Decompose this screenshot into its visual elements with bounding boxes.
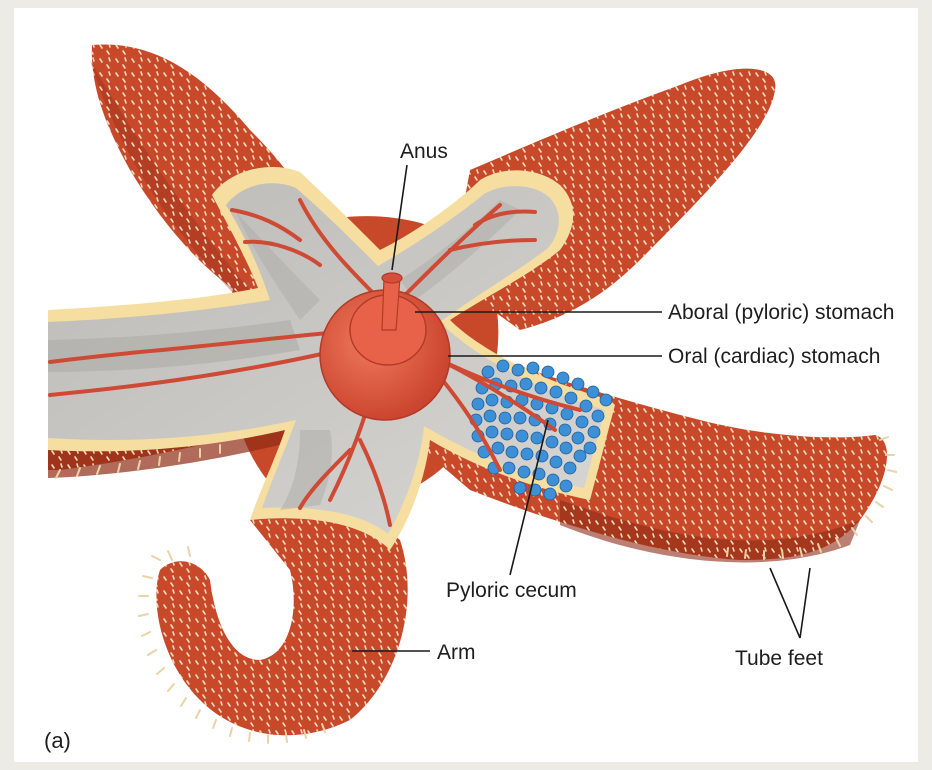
label-aboral-stomach: Aboral (pyloric) stomach xyxy=(668,301,894,324)
label-tube-feet: Tube feet xyxy=(735,647,823,670)
label-pyloric-cecum: Pyloric cecum xyxy=(446,579,577,602)
label-oral-stomach: Oral (cardiac) stomach xyxy=(668,345,880,368)
label-anus: Anus xyxy=(400,140,448,163)
panel-label: (a) xyxy=(44,728,71,753)
label-arm: Arm xyxy=(437,641,476,664)
